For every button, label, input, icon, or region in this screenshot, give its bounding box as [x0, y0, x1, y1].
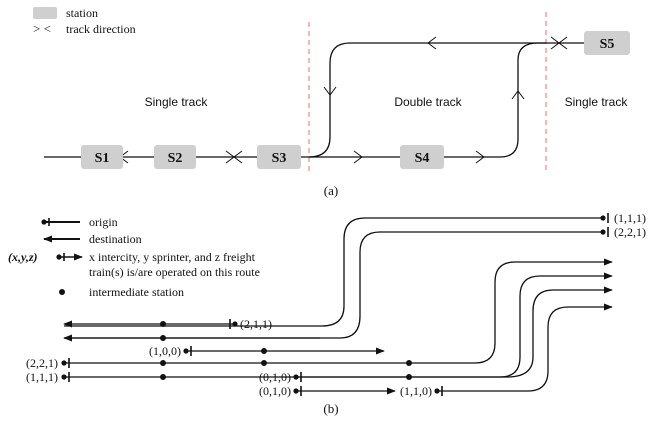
station-s1-label: S1 — [95, 151, 110, 166]
route-line-r2 — [64, 231, 603, 339]
station-s2 — [154, 145, 196, 169]
route-line-r1 — [64, 217, 603, 327]
section-label-double: Double track — [394, 95, 462, 109]
route-label-r2: (2,2,1) — [614, 225, 646, 239]
legend-xyz-line1: x intercity, y sprinter, and z freight — [89, 250, 256, 264]
origin-dot-r1 — [600, 215, 606, 221]
legend-intermediate-dot — [59, 289, 65, 295]
intermediate-dot — [160, 335, 166, 341]
legend-station-label: station — [66, 6, 98, 20]
route-line-r6 — [64, 272, 613, 378]
direction-chevron-s4-out — [475, 150, 485, 164]
station-s1 — [81, 145, 123, 169]
direction-chevron-top-left — [427, 36, 437, 50]
section-label-single-left: Single track — [145, 95, 209, 109]
route-label-r6: (1,1,1) — [26, 370, 58, 384]
legend-direction-symbol: > < — [33, 21, 51, 36]
intermediate-dot — [261, 360, 267, 366]
direction-chevron-up — [511, 90, 525, 100]
legend-intermediate-label: intermediate station — [89, 285, 184, 299]
direction-chevron-down — [323, 86, 337, 96]
section-label-single-right: Single track — [565, 95, 629, 109]
legend-destination-label: destination — [89, 232, 142, 246]
station-s5-label: S5 — [600, 37, 615, 52]
legend-direction-label: track direction — [66, 22, 136, 36]
route-label-r8: (0,1,0) — [259, 384, 291, 398]
intermediate-dot — [261, 348, 267, 354]
origin-dot-r9 — [434, 388, 440, 394]
legend-xyz-dot — [56, 254, 62, 260]
legend-xyz-line2: train(s) is/are operated on this route — [89, 265, 260, 279]
station-s4 — [400, 145, 444, 169]
caption-b: (b) — [323, 401, 338, 416]
route-line-r7 — [296, 286, 613, 378]
station-s3-label: S3 — [272, 151, 287, 166]
legend-origin-label: origin — [89, 215, 118, 229]
intermediate-dot — [160, 374, 166, 380]
origin-dot-r6 — [61, 374, 67, 380]
caption-a: (a) — [324, 183, 338, 198]
double-track-upper — [308, 42, 546, 158]
intermediate-dot — [406, 374, 412, 380]
origin-dot-r8 — [293, 388, 299, 394]
origin-dot-r4 — [183, 348, 189, 354]
station-s3 — [257, 145, 301, 169]
origin-dot-r2 — [600, 229, 606, 235]
station-s5 — [584, 31, 630, 55]
intermediate-dot — [160, 321, 166, 327]
intermediate-dot — [406, 360, 412, 366]
route-label-r7: (0,1,0) — [259, 370, 291, 384]
route-line-r5 — [64, 258, 613, 364]
route-label-r1: (1,1,1) — [614, 211, 646, 225]
direction-chevron-s5 — [550, 36, 568, 50]
origin-dot-r7 — [293, 374, 299, 380]
legend-station-swatch — [33, 7, 57, 19]
legend-origin-dot — [41, 219, 47, 225]
legend-xyz-symbol: (x,y,z) — [8, 250, 38, 264]
station-s4-label: S4 — [415, 151, 430, 166]
station-s2-label: S2 — [168, 151, 183, 166]
route-label-r4: (1,0,0) — [149, 344, 181, 358]
origin-dot-r5 — [61, 360, 67, 366]
double-track-lower — [309, 42, 584, 158]
route-label-r3: (2,1,1) — [240, 317, 272, 331]
route-label-r5: (2,2,1) — [26, 356, 58, 370]
origin-dot-r3 — [232, 321, 238, 327]
direction-chevron-s3-s4 — [353, 150, 363, 164]
route-label-r9: (1,1,0) — [400, 384, 432, 398]
route-line-r9 — [437, 303, 613, 392]
intermediate-dot — [160, 360, 166, 366]
direction-chevron-s2-s3 — [225, 150, 243, 164]
